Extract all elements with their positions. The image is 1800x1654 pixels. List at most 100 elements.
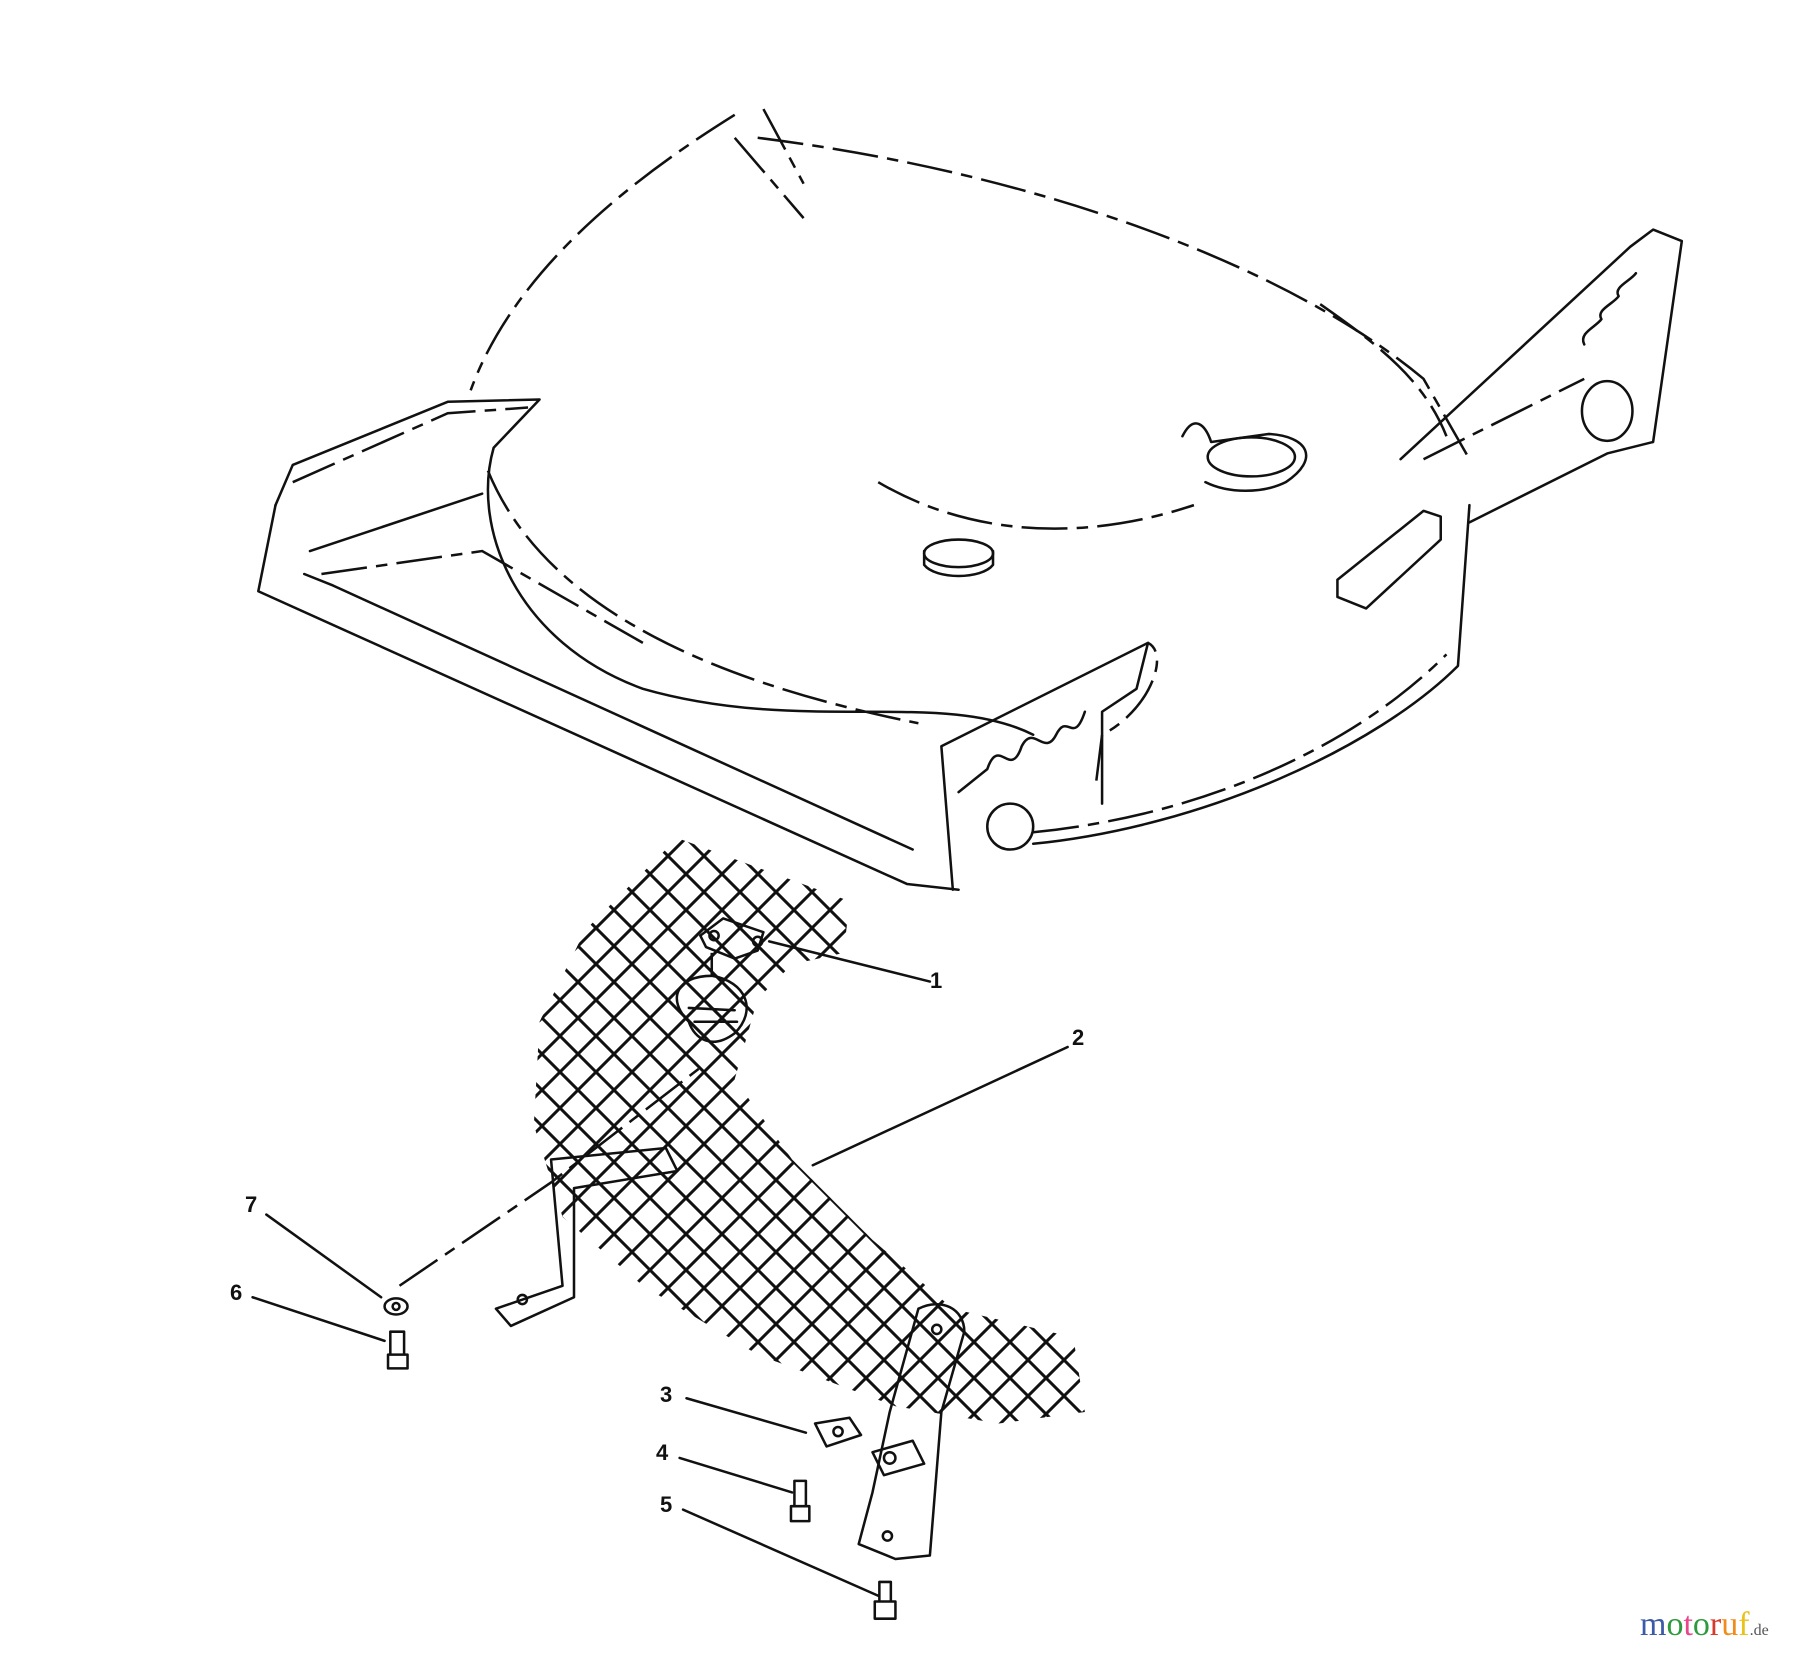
mesh-wire	[0, 500, 304, 1500]
mesh-wire	[0, 500, 160, 1500]
mesh-wire	[0, 500, 88, 1500]
mesh-wire	[533, 838, 954, 1424]
mesh-wire	[778, 838, 1085, 1424]
mesh-wire	[0, 500, 448, 1500]
mesh-wire	[533, 838, 1085, 1424]
mesh-wire	[533, 838, 594, 1424]
hardware	[383, 952, 897, 1620]
watermark-suffix: .de	[1749, 1622, 1769, 1639]
callout-6: 6	[230, 1280, 243, 1305]
mesh-wire	[533, 838, 666, 1424]
mesh-wire	[0, 500, 160, 1500]
callout-1: 1	[930, 968, 943, 993]
mesh-wire	[1572, 500, 1800, 1500]
mesh-wire	[0, 500, 16, 1500]
mesh-wire	[533, 838, 1085, 1424]
mesh-wire	[1752, 500, 1800, 1500]
mesh-wire	[1140, 500, 1800, 1500]
mesh-wire	[533, 838, 630, 1424]
mesh-wire	[0, 500, 376, 1500]
mesh-wire	[562, 838, 1085, 1424]
mesh-wire	[994, 838, 1085, 1424]
mesh-wire	[670, 838, 1085, 1424]
mesh-wire	[0, 500, 52, 1500]
mesh-wire	[533, 838, 882, 1424]
mesh-wire	[850, 838, 1085, 1424]
mesh-wire	[533, 838, 1085, 1424]
mesh-wire	[1104, 500, 1800, 1500]
mesh-wire	[533, 838, 630, 1424]
mesh-wire	[1356, 500, 1800, 1500]
mesh-wire	[1572, 500, 1800, 1500]
mesh-wire	[1176, 500, 1800, 1500]
mesh-wire	[1248, 500, 1800, 1500]
mesh-guard	[494, 917, 966, 1561]
mesh-wire	[1284, 500, 1800, 1500]
mesh-wire	[533, 838, 594, 1424]
mesh-wire	[1356, 500, 1800, 1500]
mesh-wire	[1176, 500, 1800, 1500]
watermark-letter: m	[1640, 1606, 1667, 1643]
mesh-wire	[706, 838, 1085, 1424]
mesh-wire	[1428, 500, 1800, 1500]
mesh-wire	[533, 838, 1085, 1424]
mesh-wire	[533, 838, 1085, 1424]
callout-4: 4	[656, 1440, 669, 1465]
mesh-wire	[0, 500, 232, 1500]
mesh-wire	[850, 838, 1085, 1424]
mesh-wire	[1464, 500, 1800, 1500]
mesh-wire	[0, 500, 268, 1500]
mesh-wire	[0, 500, 124, 1500]
mesh-wire	[1066, 838, 1085, 1424]
watermark-letter: o	[1666, 1606, 1684, 1643]
mesh-wire	[1392, 500, 1800, 1500]
watermark-letter: f	[1738, 1606, 1750, 1643]
mesh-wire	[533, 838, 1062, 1424]
mesh-wire	[0, 500, 340, 1500]
wire-mesh	[0, 500, 1800, 1500]
mesh-wire	[0, 500, 376, 1500]
mesh-wire	[0, 500, 484, 1500]
mesh-wire	[814, 838, 1085, 1424]
mesh-wire	[958, 838, 1085, 1424]
mesh-wire	[1500, 500, 1800, 1500]
mesh-wire	[1716, 500, 1800, 1500]
mesh-wire	[1248, 500, 1800, 1500]
mesh-wire	[533, 838, 738, 1424]
watermark-letter: u	[1721, 1606, 1739, 1643]
mesh-wire	[598, 838, 1085, 1424]
mesh-wire	[0, 500, 304, 1500]
mesh-wire	[533, 838, 846, 1424]
mesh-wire	[742, 838, 1085, 1424]
mesh-wire	[0, 500, 484, 1500]
mesh-wire	[0, 500, 52, 1500]
mesh-wire	[634, 838, 1085, 1424]
mesh-wire	[533, 838, 1085, 1424]
mesh-wire	[533, 838, 1085, 1424]
mesh-wire	[1644, 500, 1800, 1500]
mesh-wire	[0, 500, 268, 1500]
mesh-wire	[1284, 500, 1800, 1500]
mesh-wire	[1212, 500, 1800, 1500]
mesh-wire	[0, 500, 16, 1500]
mesh-wire	[533, 838, 1085, 1424]
watermark-letter: o	[1692, 1606, 1710, 1643]
mesh-wire	[533, 838, 1085, 1424]
mesh-wire	[1066, 838, 1085, 1424]
mesh-wire	[533, 838, 666, 1424]
mesh-wire	[533, 838, 1085, 1424]
mesh-wire	[533, 838, 1085, 1424]
mesh-wire	[1104, 500, 1800, 1500]
mesh-wire	[533, 838, 1085, 1424]
mesh-wire	[0, 500, 412, 1500]
mesh-wire	[1788, 500, 1800, 1500]
mesh-wire	[1428, 500, 1800, 1500]
mesh-wire	[1140, 500, 1800, 1500]
mesh-wire	[0, 500, 196, 1500]
mesh-wire	[533, 838, 1085, 1424]
mesh-wire	[0, 500, 520, 1500]
mesh-wire	[1788, 500, 1800, 1500]
mesh-wire	[533, 838, 990, 1424]
